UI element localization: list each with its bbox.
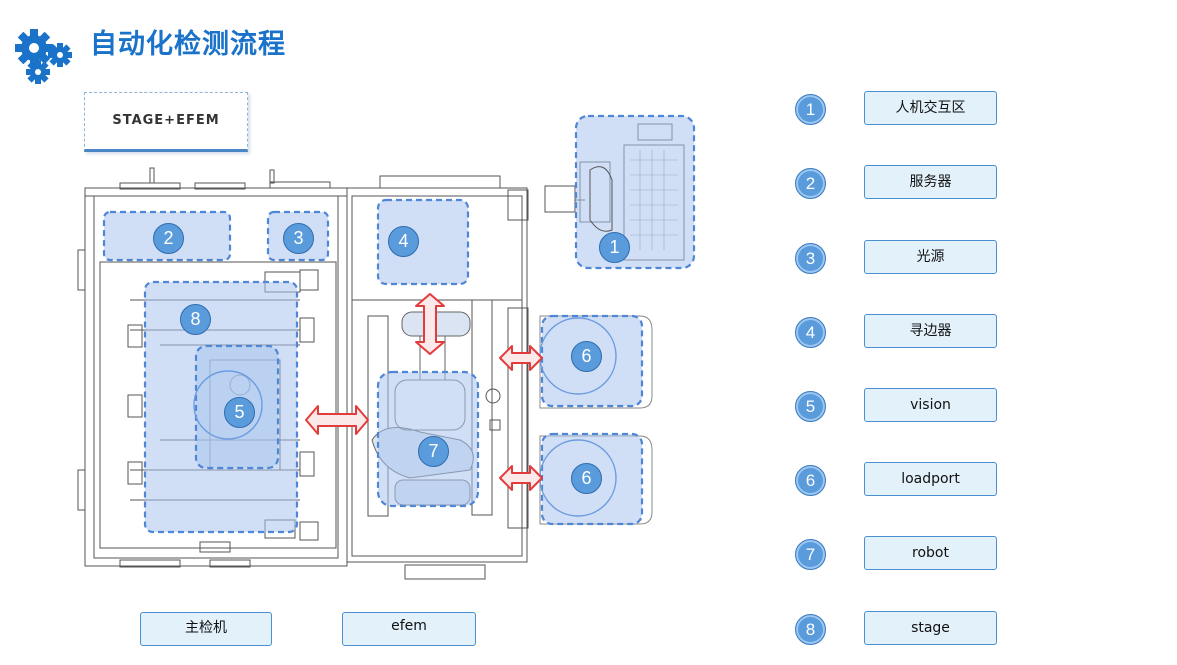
main-inspection-label: 主检机 (140, 612, 272, 646)
legend-num-7: 7 (795, 539, 826, 570)
legend-label-1: 人机交互区 (864, 91, 997, 125)
legend-num-8: 8 (795, 614, 826, 645)
legend-label-5: vision (864, 388, 997, 422)
stage-efem-box: STAGE+EFEM (84, 92, 248, 152)
efem-label: efem (342, 612, 476, 646)
zone-label-8: 8 (180, 304, 211, 335)
zone-label-7: 7 (418, 436, 449, 467)
gears-icon (15, 29, 72, 84)
legend-label-4: 寻边器 (864, 314, 997, 348)
page-title: 自动化检测流程 (90, 29, 286, 60)
legend-label-6: loadport (864, 462, 997, 496)
zone-label-2: 2 (153, 223, 184, 254)
legend-label-7: robot (864, 536, 997, 570)
zone-label-6-top: 6 (571, 341, 602, 372)
legend-label-2: 服务器 (864, 165, 997, 199)
zone-label-1: 1 (599, 232, 630, 263)
legend-num-2: 2 (795, 168, 826, 199)
legend-label-3: 光源 (864, 240, 997, 274)
arrow-robot-edgefinder (415, 293, 445, 355)
legend-num-5: 5 (795, 391, 826, 422)
arrow-efem-loadport-bottom (499, 465, 543, 491)
zone-label-4: 4 (388, 226, 419, 257)
legend-num-3: 3 (795, 243, 826, 274)
arrow-stage-efem (305, 405, 369, 435)
zone-label-6-bottom: 6 (571, 463, 602, 494)
legend-num-6: 6 (795, 465, 826, 496)
zone-edge-finder (376, 198, 470, 286)
arrow-efem-loadport-top (499, 345, 543, 371)
stage-efem-label: STAGE+EFEM (112, 113, 220, 128)
zone-label-5: 5 (224, 397, 255, 428)
legend-num-4: 4 (795, 317, 826, 348)
legend-label-8: stage (864, 611, 997, 645)
zone-hmi (574, 114, 696, 270)
zone-label-3: 3 (283, 223, 314, 254)
legend-num-1: 1 (795, 94, 826, 125)
